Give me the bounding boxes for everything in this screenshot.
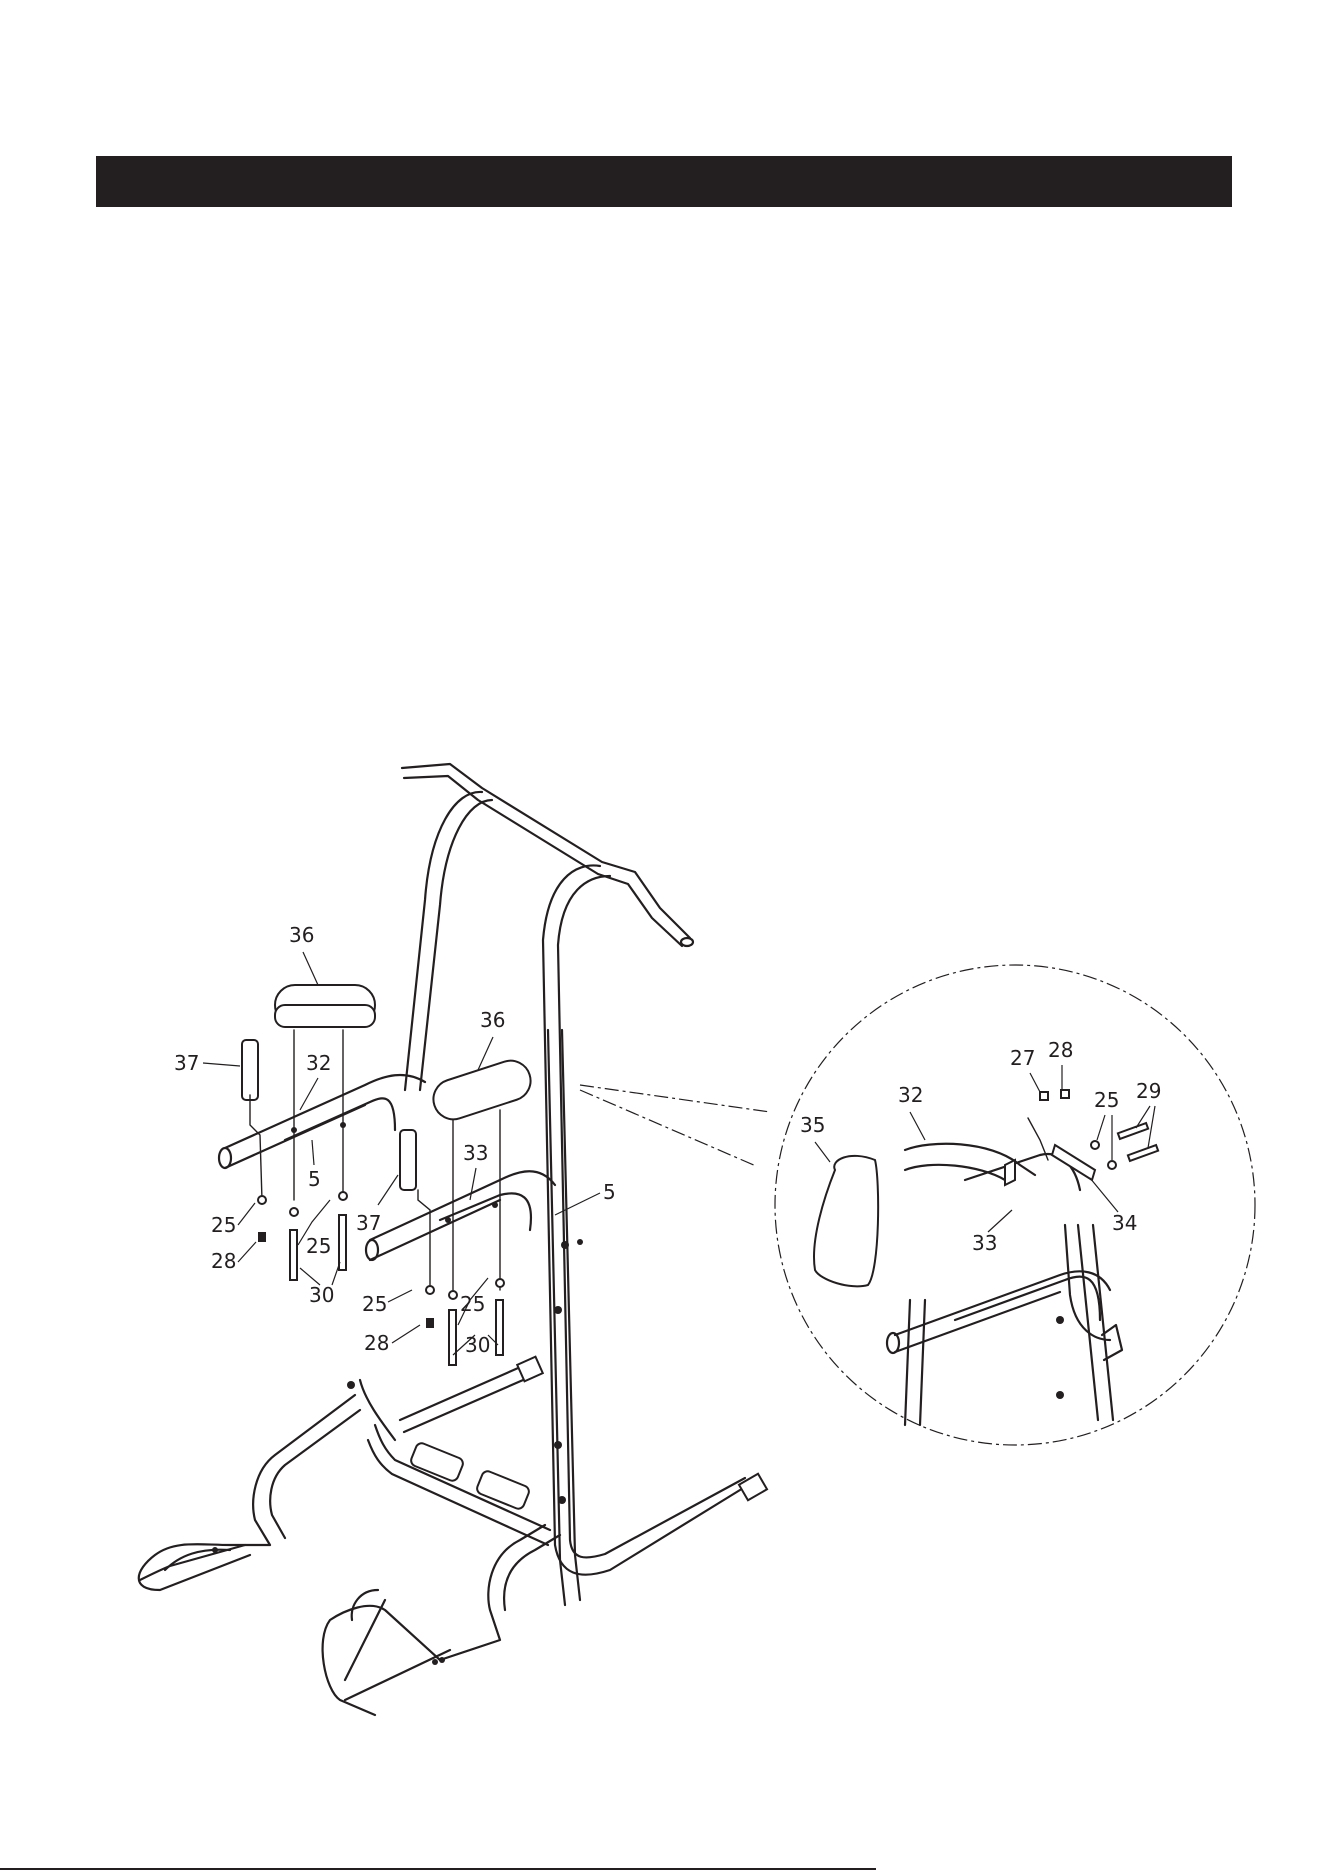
callout-25-b: 25 (306, 1234, 331, 1258)
footer-rule (0, 1868, 876, 1870)
right-arm-rest (366, 1056, 555, 1260)
detail-callout-33: 33 (972, 1231, 997, 1255)
callout-36-right: 36 (480, 1008, 505, 1032)
callout-36-left: 36 (289, 923, 314, 947)
detail-callout-25: 25 (1094, 1088, 1119, 1112)
detail-callout-32: 32 (898, 1083, 923, 1107)
detail-callout-34: 34 (1112, 1211, 1137, 1235)
detail-callout-35: 35 (800, 1113, 825, 1137)
callout-37-right: 37 (356, 1211, 381, 1235)
detail-view: 35 32 27 28 25 29 34 33 (580, 965, 1255, 1445)
callout-25-d: 25 (460, 1292, 485, 1316)
callout-28-b: 28 (364, 1331, 389, 1355)
callout-33: 33 (463, 1141, 488, 1165)
callout-28-a: 28 (211, 1249, 236, 1273)
left-arm-rest (219, 985, 425, 1168)
callout-5-left: 5 (308, 1167, 321, 1191)
callout-37-left: 37 (174, 1051, 199, 1075)
detail-callout-27: 27 (1010, 1046, 1035, 1070)
callout-25-a: 25 (211, 1213, 236, 1237)
callout-25-c: 25 (362, 1292, 387, 1316)
callout-5-right: 5 (603, 1180, 616, 1204)
callout-30-b: 30 (465, 1333, 490, 1357)
detail-callout-28: 28 (1048, 1038, 1073, 1062)
callout-30-a: 30 (309, 1283, 334, 1307)
detail-callout-29: 29 (1136, 1079, 1161, 1103)
callout-32: 32 (306, 1051, 331, 1075)
